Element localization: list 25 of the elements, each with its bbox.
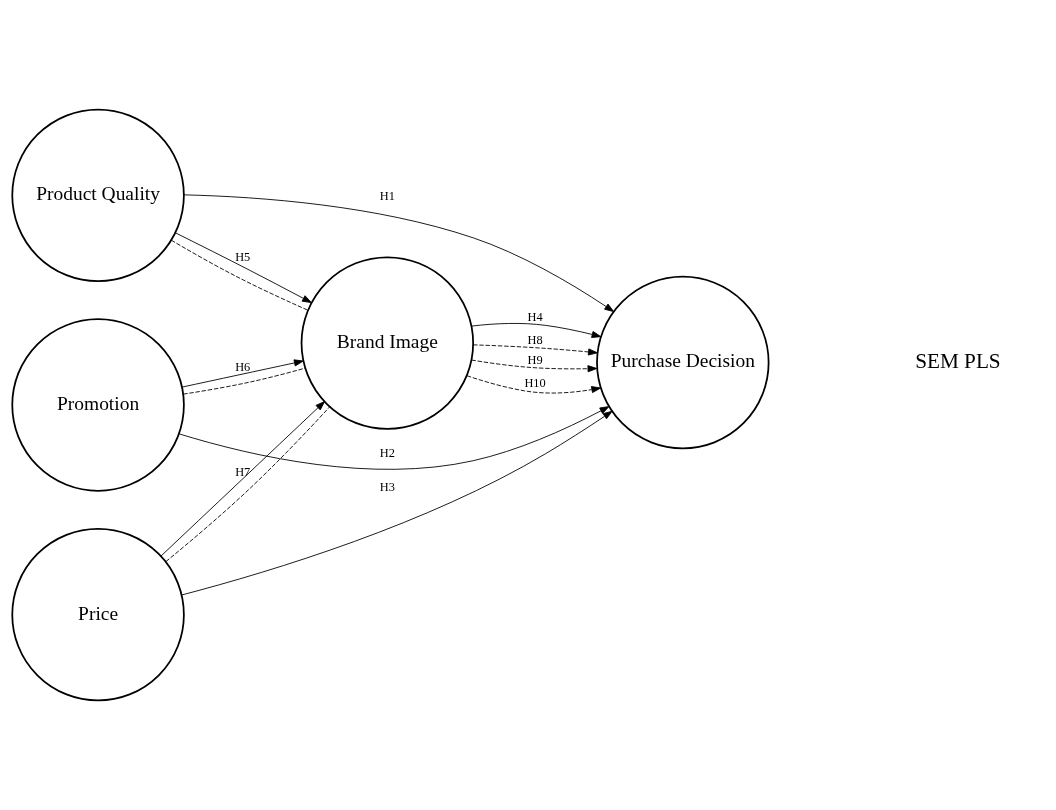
node-circle: Product Quality	[11, 108, 185, 283]
node-circle: Price	[11, 527, 185, 702]
edge-label: H5	[235, 249, 251, 264]
arrow	[471, 359, 598, 373]
arrow	[181, 410, 613, 596]
edge-label: H2	[379, 446, 395, 461]
edge-label: H7	[235, 464, 251, 479]
arrow	[466, 375, 602, 394]
arrow	[181, 359, 304, 388]
edge-label: H6	[235, 359, 251, 374]
edge-label: H3	[379, 479, 395, 494]
edge-label: H1	[379, 188, 395, 203]
arrow	[183, 194, 615, 312]
arrow	[472, 344, 598, 356]
node-circle: Promotion	[11, 318, 185, 492]
connector	[170, 239, 309, 311]
label: SEM PLS	[915, 349, 1001, 374]
connector	[182, 367, 306, 395]
arrow	[178, 406, 610, 470]
edge-label: H8	[527, 333, 543, 348]
arrow	[471, 323, 602, 338]
edge-label: H10	[524, 376, 546, 391]
arrow	[174, 232, 312, 304]
edge-label: H4	[527, 310, 543, 325]
edge-label: H9	[527, 352, 543, 367]
